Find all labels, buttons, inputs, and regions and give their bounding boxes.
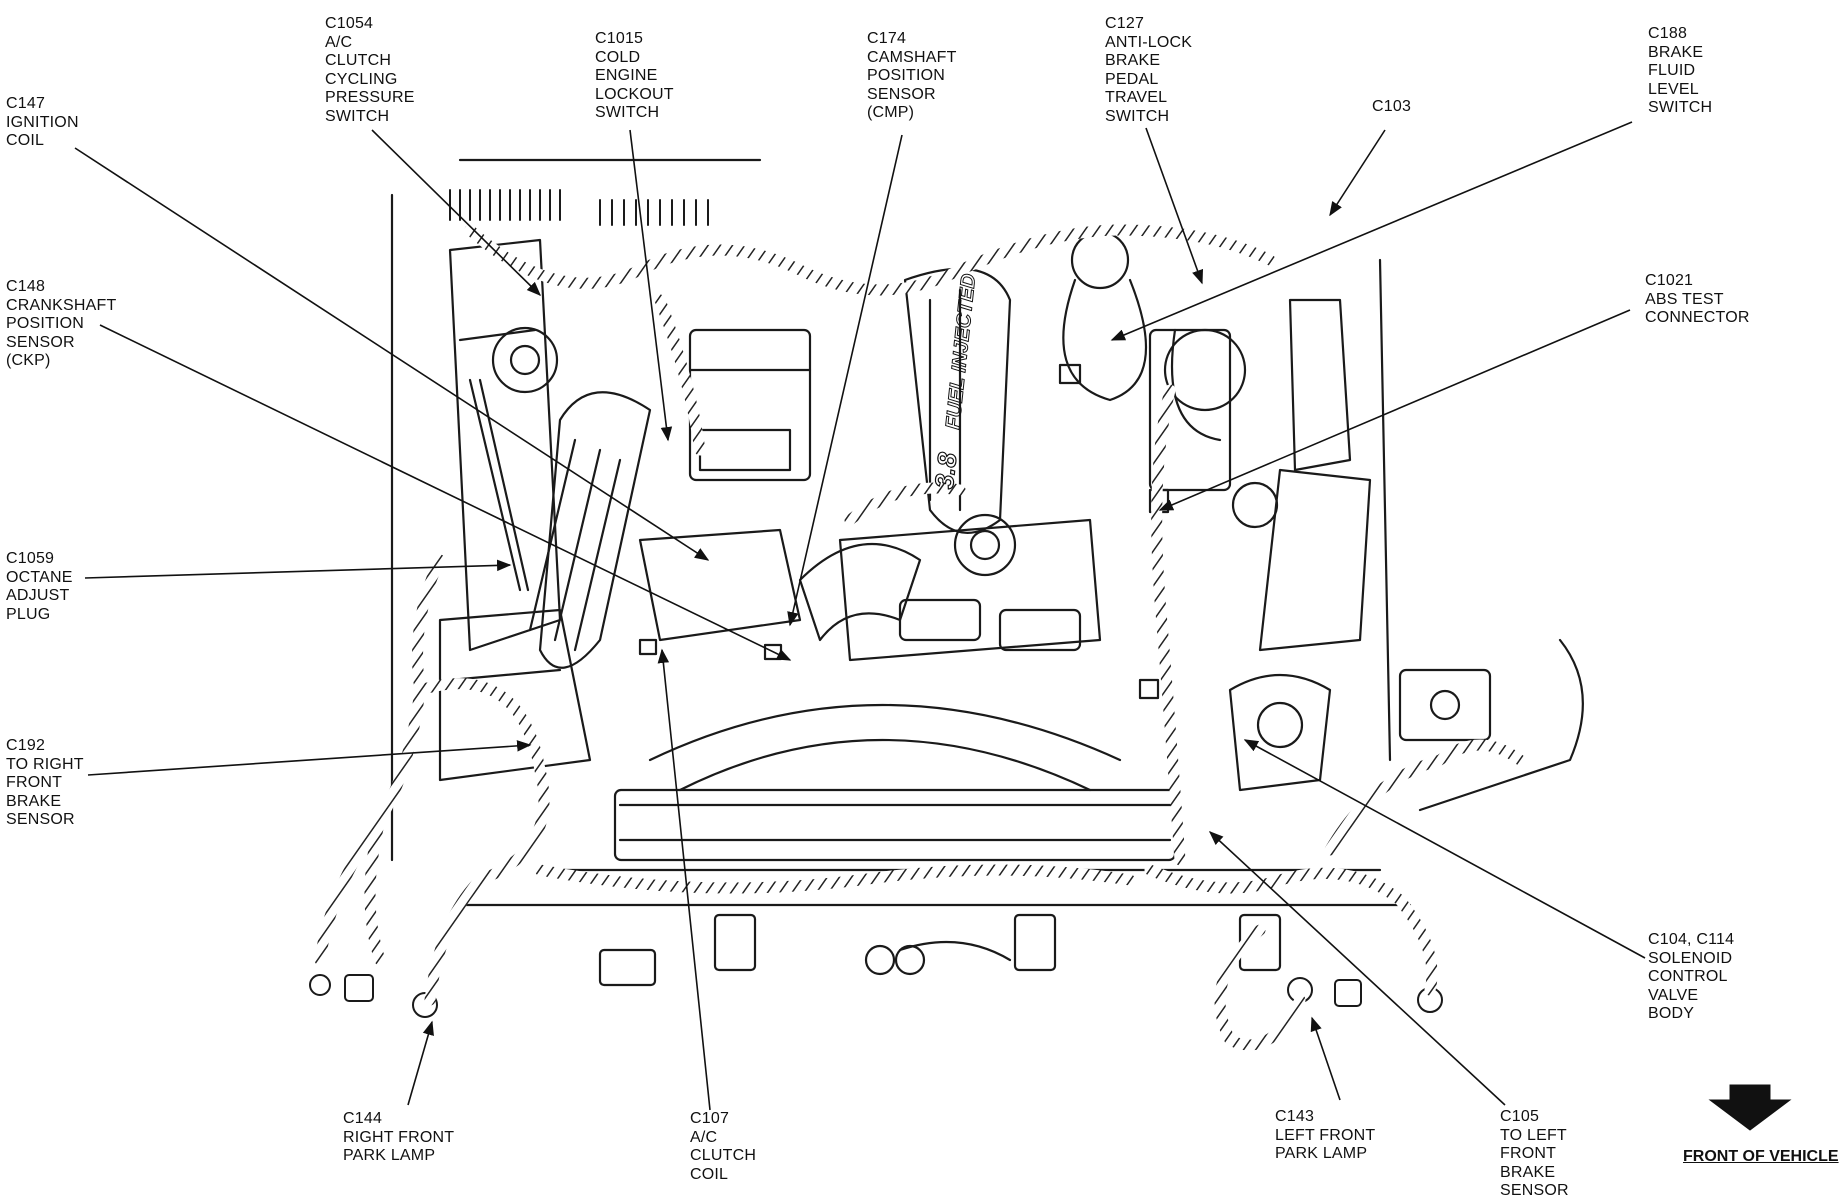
callout-c1015: C1015 COLD ENGINE LOCKOUT SWITCH xyxy=(595,30,674,121)
displacement-text: 3.8 xyxy=(929,451,963,491)
callout-c144: C144 RIGHT FRONT PARK LAMP xyxy=(343,1110,455,1164)
callout-c1059: C1059 OCTANE ADJUST PLUG xyxy=(6,550,73,623)
leader-c105 xyxy=(1208,831,1506,1106)
leader-c127 xyxy=(1145,127,1204,285)
leader-c107 xyxy=(657,648,711,1111)
callout-c143: C143 LEFT FRONT PARK LAMP xyxy=(1275,1108,1376,1162)
leader-c144 xyxy=(407,1020,434,1106)
callout-c107: C107 A/C CLUTCH COIL xyxy=(690,1110,757,1183)
leader-c1054 xyxy=(371,129,542,297)
leader-c103 xyxy=(1329,129,1386,217)
callout-c192: C192 TO RIGHT FRONT BRAKE SENSOR xyxy=(6,737,84,828)
leader-c148 xyxy=(99,324,792,661)
callout-c148: C148 CRANKSHAFT POSITION SENSOR (CKP) xyxy=(6,278,117,369)
callout-c1054: C1054 A/C CLUTCH CYCLING PRESSURE SWITCH xyxy=(325,15,415,125)
callout-c174: C174 CAMSHAFT POSITION SENSOR (CMP) xyxy=(867,30,957,121)
leader-c147 xyxy=(74,147,710,561)
leader-c104 xyxy=(1243,739,1646,959)
callout-c127: C127 ANTI-LOCK BRAKE PEDAL TRAVEL SWITCH xyxy=(1105,15,1193,125)
leader-c1059 xyxy=(84,559,512,579)
callout-c188: C188 BRAKE FLUID LEVEL SWITCH xyxy=(1648,25,1713,116)
leader-c1021 xyxy=(1158,309,1631,511)
leader-c143 xyxy=(1310,1016,1341,1101)
leader-c174 xyxy=(787,134,903,627)
front-of-vehicle-label: FRONT OF VEHICLE xyxy=(1683,1148,1839,1165)
front-arrow-icon xyxy=(1708,1084,1792,1131)
leader-lines xyxy=(74,121,1646,1111)
leader-c192 xyxy=(87,740,532,776)
intake-lettering: 3.8 FUEL INJECTED xyxy=(928,272,981,491)
fuel-injected-text: FUEL INJECTED xyxy=(942,273,980,431)
callout-c103: C103 xyxy=(1372,98,1412,115)
leader-c188 xyxy=(1110,121,1633,341)
wiring-harness xyxy=(314,224,1526,1051)
callout-c105: C105 TO LEFT FRONT BRAKE SENSOR xyxy=(1500,1108,1569,1199)
callout-c147: C147 IGNITION COIL xyxy=(6,95,79,149)
leader-c1015 xyxy=(629,129,673,442)
callout-c1021: C1021 ABS TEST CONNECTOR xyxy=(1645,272,1750,326)
callout-c104: C104, C114 SOLENOID CONTROL VALVE BODY xyxy=(1648,931,1735,1022)
